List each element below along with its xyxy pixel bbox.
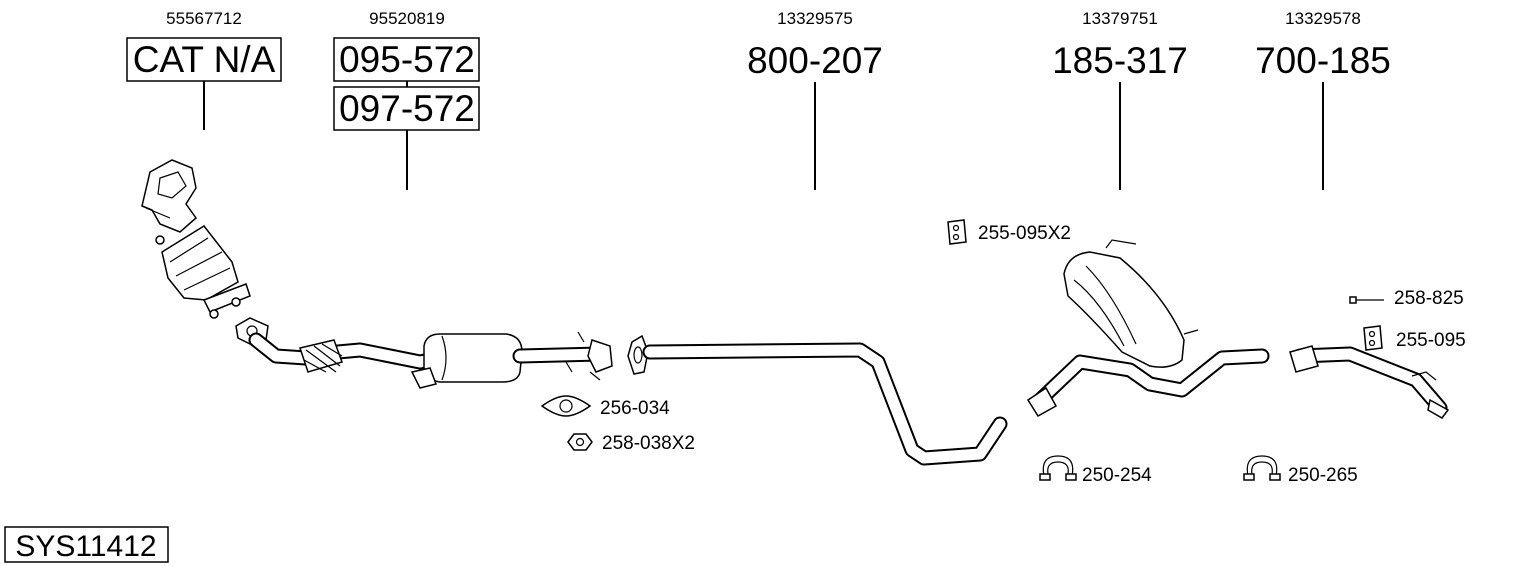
part-middle-pipe-header[interactable]: 13329575 800-207	[747, 9, 883, 190]
part-middle-pipe-oe-number: 13329575	[777, 9, 853, 28]
middle-pipe-drawing[interactable]	[627, 334, 1008, 466]
rubber-hanger-icon	[1363, 325, 1383, 351]
part-silencer-number: 185-317	[1052, 40, 1188, 81]
tail-pipe-drawing[interactable]	[1289, 345, 1450, 419]
accessory-bolt[interactable]: 258-825	[1349, 288, 1464, 309]
part-silencer-oe-number: 13379751	[1082, 9, 1158, 28]
accessory-label: 250-254	[1082, 465, 1152, 486]
accessory-label: 255-095X2	[978, 223, 1071, 244]
part-middle-pipe-number: 800-207	[747, 40, 883, 81]
catalytic-converter-drawing[interactable]	[141, 159, 251, 319]
clamp-icon	[1243, 455, 1281, 481]
part-cat-oe-number: 55567712	[166, 9, 242, 28]
bolt-icon	[1349, 296, 1384, 304]
clamp-icon	[1039, 455, 1077, 481]
accessory-rubber-hanger[interactable]: 255-095	[1363, 325, 1466, 351]
accessory-nut[interactable]: 258-038X2	[567, 433, 695, 454]
accessory-label: 250-265	[1288, 465, 1358, 486]
part-front-pipe-oe-number: 95520819	[369, 9, 445, 28]
part-front-pipe-number: 095-572	[339, 39, 475, 80]
center-silencer-drawing[interactable]	[1026, 239, 1270, 418]
part-tail-pipe-header[interactable]: 13329578 700-185	[1255, 9, 1391, 190]
part-silencer-header[interactable]: 13379751 185-317	[1052, 9, 1188, 190]
accessory-clamp-250-254[interactable]: 250-254	[1039, 455, 1152, 486]
rubber-hanger-icon	[947, 219, 967, 245]
accessory-label: 255-095	[1396, 330, 1466, 351]
part-front-pipe-alt-number: 097-572	[339, 88, 475, 129]
front-pipe-drawing[interactable]	[235, 317, 613, 389]
accessory-label: 258-038X2	[602, 433, 695, 454]
part-cat-header[interactable]: 55567712 CAT N/A	[126, 9, 282, 130]
accessory-gasket[interactable]: 256-034	[540, 395, 670, 419]
accessory-rubber-hanger-x2[interactable]: 255-095X2	[947, 219, 1071, 245]
part-tail-pipe-number: 700-185	[1255, 40, 1391, 81]
accessory-clamp-250-265[interactable]: 250-265	[1243, 455, 1358, 486]
part-tail-pipe-oe-number: 13329578	[1285, 9, 1361, 28]
gasket-icon	[540, 395, 592, 417]
system-id-label: SYS11412	[15, 530, 156, 563]
accessory-label: 258-825	[1394, 288, 1464, 309]
part-cat-number: CAT N/A	[133, 39, 276, 80]
accessory-label: 256-034	[600, 398, 670, 419]
part-front-pipe-header[interactable]: 95520819 095-572 097-572	[333, 9, 480, 190]
system-id: SYS11412	[4, 526, 169, 563]
nut-icon	[567, 433, 593, 451]
system-id-box	[4, 526, 169, 563]
